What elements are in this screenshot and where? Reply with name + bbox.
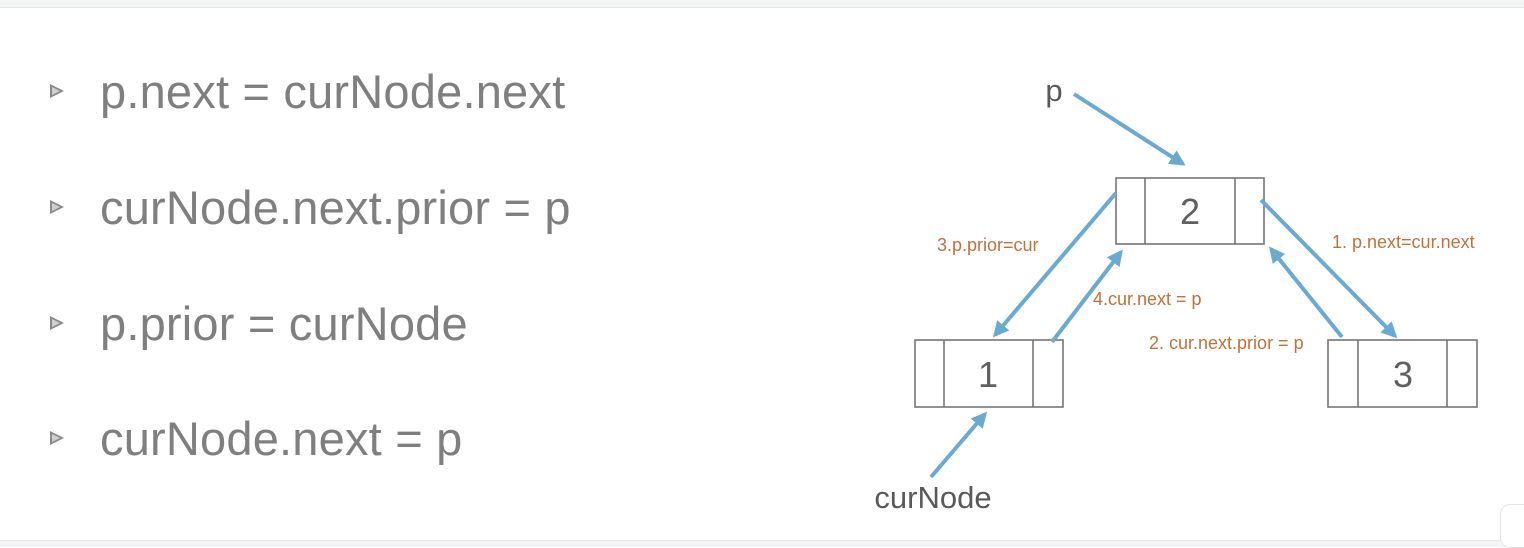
bullet-list: p.next = curNode.next curNode.next.prior… [0, 0, 760, 546]
bullet-text: curNode.next.prior = p [100, 180, 571, 234]
step2-arrow [1268, 246, 1344, 339]
node-2-label: 2 [1180, 191, 1200, 232]
node-1: 1 [914, 339, 1064, 408]
p-label: p [1045, 73, 1062, 108]
floating-widget-button[interactable] [1500, 504, 1524, 548]
node-1-box [914, 339, 1064, 408]
bullet-item: curNode.next.prior = p [46, 177, 571, 237]
node-2: 2 [1115, 177, 1265, 245]
triangle-bullet-icon [46, 312, 68, 334]
node-3-box [1327, 339, 1478, 408]
triangle-bullet-icon [46, 80, 68, 102]
curnode-label: curNode [874, 480, 991, 515]
node-3-label: 3 [1393, 354, 1413, 395]
bullet-item: curNode.next = p [46, 408, 462, 468]
top-toolbar-strip [0, 0, 1524, 8]
step3-arrow [992, 191, 1118, 338]
node-3: 3 [1327, 339, 1478, 408]
bullet-text: curNode.next = p [100, 411, 463, 465]
step1-label: 1. p.next=cur.next [1332, 232, 1475, 252]
step1-arrow [1259, 198, 1398, 339]
step4-arrow [1050, 249, 1123, 344]
curnode-pointer-arrow [929, 411, 988, 479]
bottom-status-strip [0, 540, 1524, 547]
step4-label: 4.cur.next = p [1093, 289, 1202, 309]
node-1-label: 1 [978, 354, 998, 395]
step3-label: 3.p.prior=cur [937, 235, 1039, 255]
bullet-text: p.prior = curNode [100, 296, 468, 350]
node-2-box [1115, 177, 1265, 245]
step2-label: 2. cur.next.prior = p [1149, 333, 1304, 353]
triangle-bullet-icon [46, 196, 68, 218]
triangle-bullet-icon [46, 427, 68, 449]
bullet-item: p.next = curNode.next [46, 61, 565, 121]
p-pointer-arrow [1072, 92, 1186, 166]
bullet-text: p.next = curNode.next [100, 64, 566, 118]
bullet-item: p.prior = curNode [46, 293, 468, 353]
